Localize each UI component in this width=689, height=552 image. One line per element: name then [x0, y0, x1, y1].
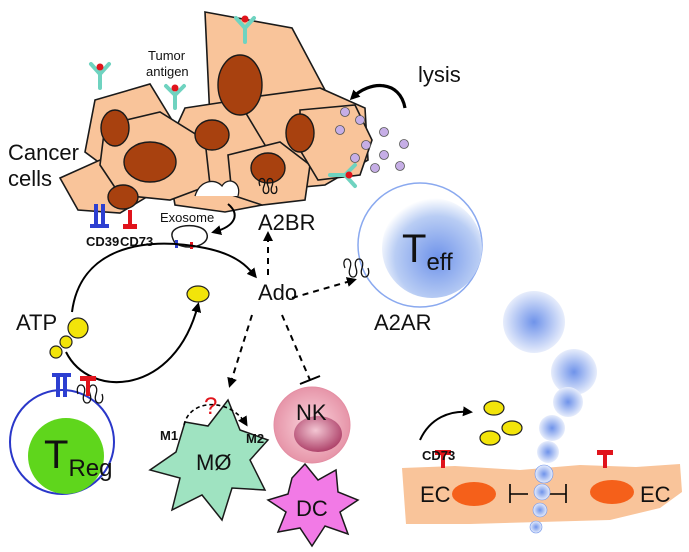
endothelium-cd73-right-icon — [597, 450, 613, 468]
ado-inhibits-nk-line — [281, 314, 321, 385]
tumor-antigen-label-line2: antigen — [146, 64, 189, 79]
cancer-cells-label-line2: cells — [8, 166, 52, 191]
lysis-arrow — [349, 84, 407, 109]
a2br-receptor-icon — [258, 177, 278, 195]
m1-label: M1 — [160, 428, 178, 443]
cancer-cells-label-line1: Cancer — [8, 140, 79, 165]
atp-to-ado-arrow-upper — [71, 242, 257, 313]
ec-nucleus-right — [590, 480, 634, 504]
t-reg-cd39-icon — [52, 373, 71, 397]
antigen-receptor-icon — [164, 84, 186, 110]
nk-cell — [273, 386, 351, 464]
lysis-particles — [335, 107, 409, 173]
question-mark: ? — [204, 393, 217, 420]
cancer-cell-cluster — [58, 11, 373, 214]
atp-to-ado-arrow-lower — [65, 302, 202, 383]
cd73-icon — [123, 210, 137, 229]
endothelium-adenosine-icons — [479, 400, 523, 446]
t-reg-cd73-icon — [80, 376, 96, 396]
ec-right-label: EC — [640, 482, 671, 507]
a2br-label: A2BR — [258, 210, 315, 235]
ado-to-teff-arrow — [291, 277, 357, 299]
endothelium-ado-arrow — [419, 406, 473, 441]
macrophage-label: MØ — [196, 450, 231, 475]
t-eff-label: Teff — [402, 227, 453, 276]
exosome-release-arrow — [211, 203, 236, 235]
tumor-antigen-receptors — [89, 15, 357, 188]
atp-label: ATP — [16, 310, 57, 335]
m1-to-m2-arrow — [183, 403, 248, 427]
t-reg-cell — [9, 384, 115, 495]
nk-label: NK — [296, 400, 327, 425]
atp-molecule-icon — [49, 317, 89, 359]
dc-cell — [266, 462, 360, 548]
t-reg-label: TReg — [44, 433, 112, 482]
tumor-antigen-label-line1: Tumor — [148, 48, 186, 63]
antigen-receptor-icon — [234, 15, 256, 44]
antigen-receptor-icon — [328, 163, 357, 188]
ado-label: Ado — [258, 280, 297, 305]
a2ar-label: A2AR — [374, 310, 431, 335]
cd73-endothelium-label: CD73 — [422, 448, 455, 463]
lysis-label: lysis — [418, 62, 461, 87]
migrating-t-cells — [503, 291, 597, 534]
exosome-label: Exosome — [160, 210, 214, 225]
adenosine-icon — [186, 285, 210, 303]
cd39-label: CD39 — [86, 234, 119, 249]
antigen-receptor-icon — [89, 62, 111, 90]
ec-nucleus-left — [452, 482, 496, 506]
m2-label: M2 — [246, 431, 264, 446]
t-eff-cell — [343, 182, 483, 308]
ado-to-macrophage-arrow — [227, 314, 253, 388]
dc-label: DC — [296, 496, 328, 521]
cd39-icon — [90, 204, 109, 228]
ec-left-label: EC — [420, 482, 451, 507]
endothelium-cd73-left-icon — [435, 450, 451, 468]
